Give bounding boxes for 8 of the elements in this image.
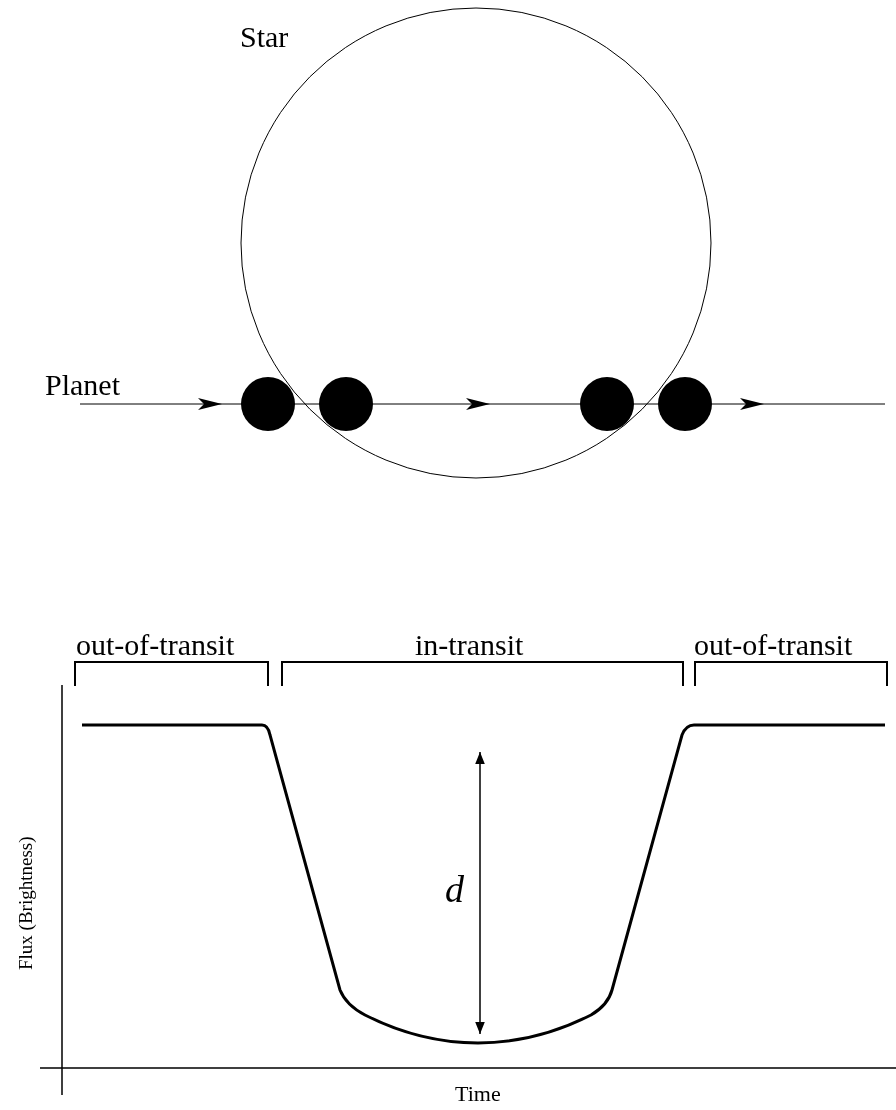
axis-label: Time	[455, 1083, 501, 1105]
depth-label: d	[445, 870, 464, 908]
phase-label: out-of-transit	[694, 630, 853, 660]
planet-label: Planet	[45, 370, 120, 400]
axis-label: Flux (Brightness)	[16, 836, 35, 970]
star-label: Star	[240, 22, 289, 52]
phase-label: out-of-transit	[76, 630, 235, 660]
phase-label: in-transit	[415, 630, 524, 660]
